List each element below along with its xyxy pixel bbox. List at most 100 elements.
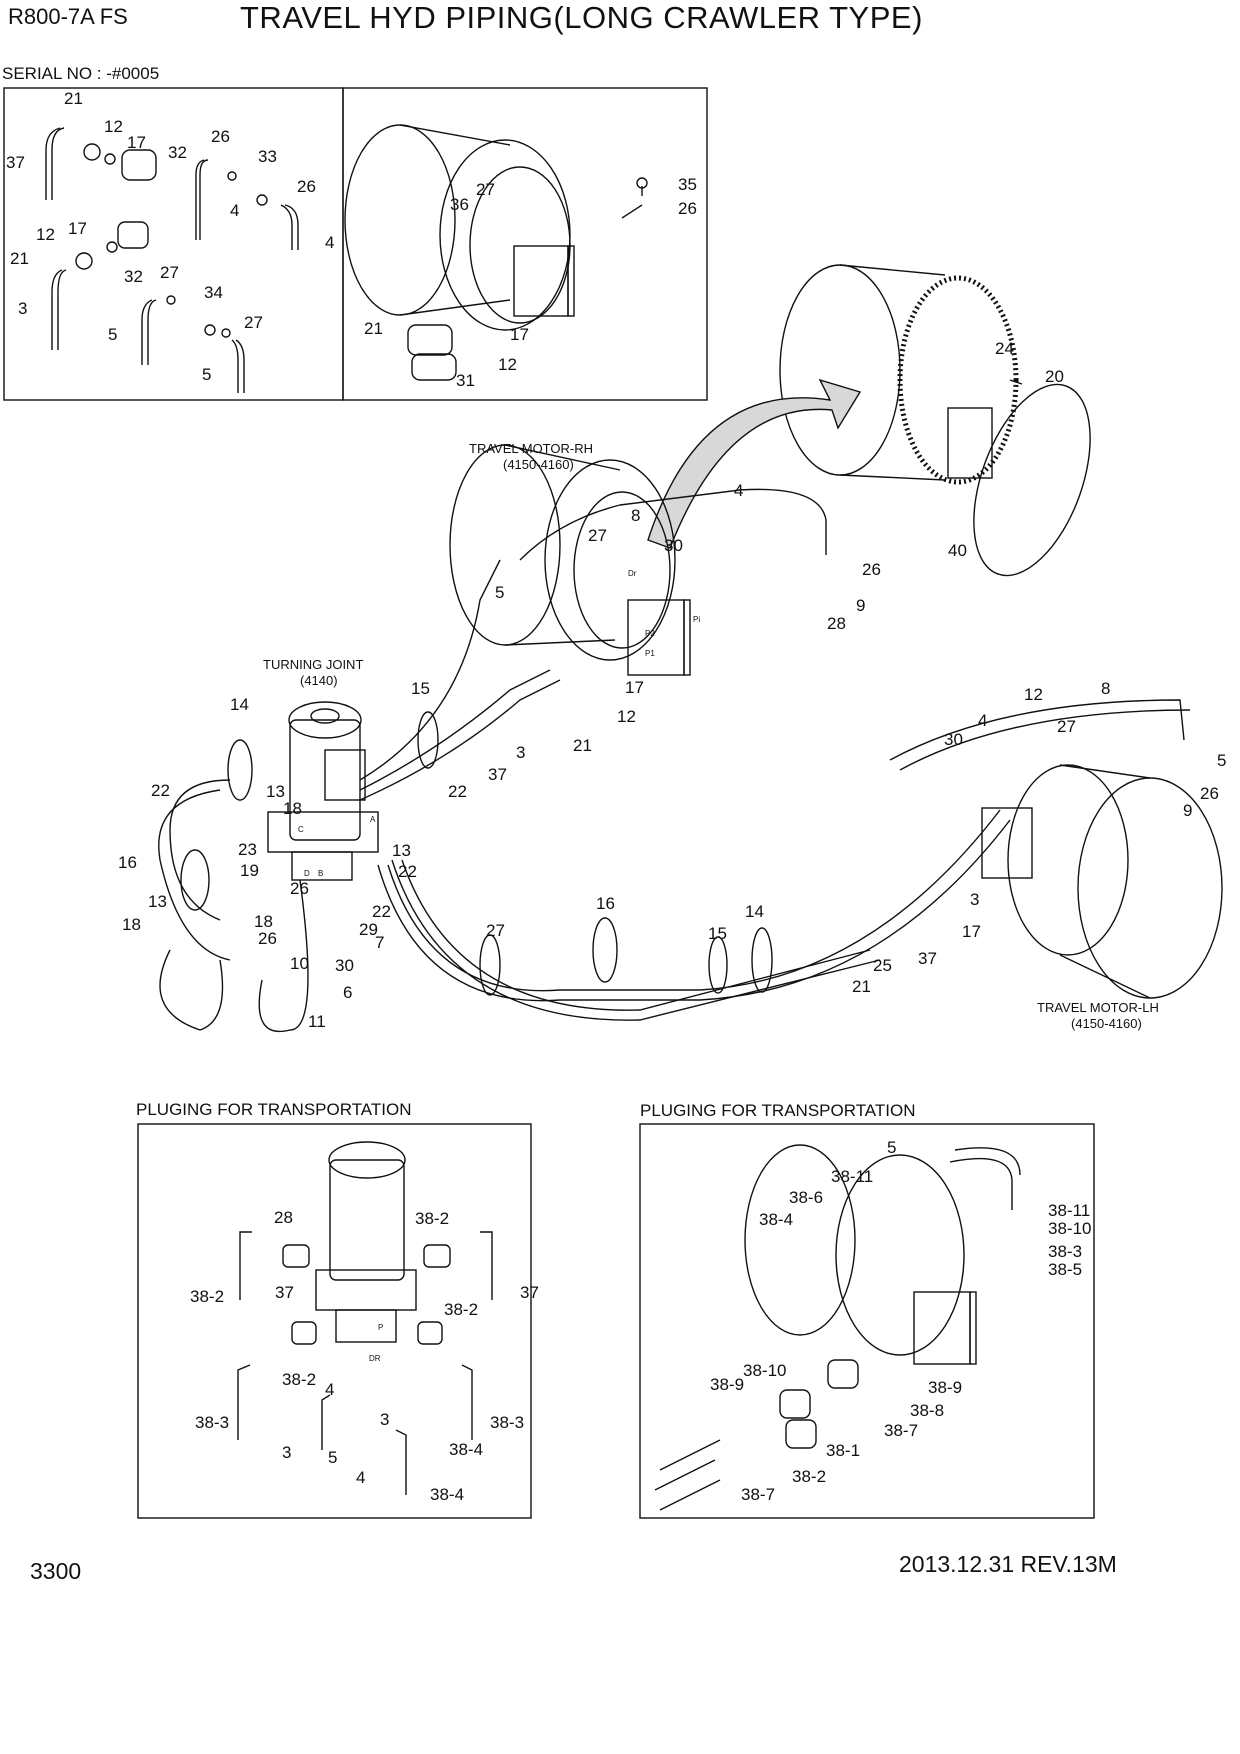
callout-label: 38-2	[415, 1209, 449, 1228]
callout-label: 35	[678, 175, 697, 194]
port-label: D	[304, 869, 310, 878]
port-label: Pi	[693, 615, 700, 624]
callout-label: 38-1	[826, 1441, 860, 1460]
motor-rh-label: TRAVEL MOTOR-RH	[469, 441, 593, 456]
callout-label: 38-6	[789, 1188, 823, 1207]
serial-number: SERIAL NO : -#0005	[2, 64, 160, 83]
callout-label: 38-2	[444, 1300, 478, 1319]
callout-label: 6	[343, 983, 352, 1002]
callout-label: 32	[124, 267, 143, 286]
callout-label: 38-4	[449, 1440, 483, 1459]
motor-rh-code: (4150-4160)	[503, 457, 574, 472]
motor-lh-code: (4150-4160)	[1071, 1016, 1142, 1031]
callout-label: 37	[488, 765, 507, 784]
callout-label: 8	[631, 506, 640, 525]
inset-travel-motor	[344, 124, 648, 381]
callout-label: 8	[1101, 679, 1110, 698]
revision-date: 2013.12.31 REV.13M	[899, 1551, 1117, 1577]
callout-label: 3	[18, 299, 27, 318]
callout-label: 30	[944, 730, 963, 749]
callout-label: 19	[240, 861, 259, 880]
callout-label: 26	[258, 929, 277, 948]
callout-label: 5	[202, 365, 211, 384]
callout-label: 15	[708, 924, 727, 943]
callout-label: 38-2	[792, 1467, 826, 1486]
callout-label: 26	[211, 127, 230, 146]
exploded-travel-motor	[779, 264, 1091, 577]
callout-label: 3	[970, 890, 979, 909]
callout-label: 12	[104, 117, 123, 136]
callout-label: 5	[108, 325, 117, 344]
callout-label: 31	[456, 371, 475, 390]
callout-label: 38-2	[190, 1287, 224, 1306]
turning-joint-label: TURNING JOINT	[263, 657, 363, 672]
callout-label: 5	[887, 1138, 896, 1157]
callout-label: 22	[372, 902, 391, 921]
callout-label: 22	[448, 782, 467, 801]
port-label: A	[370, 815, 376, 824]
callout-label: 30	[664, 536, 683, 555]
callout-label: 12	[1024, 685, 1043, 704]
callout-label: 13	[266, 782, 285, 801]
callout-label: 28	[827, 614, 846, 633]
callout-label: 37	[6, 153, 25, 172]
port-label: C	[298, 825, 304, 834]
callout-label: 4	[978, 711, 987, 730]
port-label: DR	[369, 1354, 381, 1363]
callout-label: 38-5	[1048, 1260, 1082, 1279]
callout-label: 3	[282, 1443, 291, 1462]
callout-label: 16	[118, 853, 137, 872]
callout-label: 38-9	[710, 1375, 744, 1394]
callout-label: 36	[450, 195, 469, 214]
callout-label: 27	[486, 921, 505, 940]
inset-frame-motor	[342, 87, 708, 401]
callout-label: 22	[151, 781, 170, 800]
callout-label: 37	[275, 1283, 294, 1302]
callout-label: 30	[335, 956, 354, 975]
callout-label: 26	[862, 560, 881, 579]
callout-label: 38-11	[1048, 1201, 1090, 1220]
callout-label: 38-7	[741, 1485, 775, 1504]
callout-label: 24	[995, 339, 1014, 358]
callout-label: 14	[745, 902, 764, 921]
plug-frame-left	[137, 1123, 532, 1519]
plug-frame-right	[639, 1123, 1095, 1519]
callout-label: 23	[238, 840, 257, 859]
callout-label: 16	[596, 894, 615, 913]
inset-hose-parts	[45, 127, 299, 393]
turning-joint-code: (4140)	[300, 673, 338, 688]
travel-motor-lh	[981, 764, 1223, 999]
callout-label: 26	[678, 199, 697, 218]
callout-label: 13	[148, 892, 167, 911]
callout-label: 22	[398, 862, 417, 881]
callout-label: 18	[122, 915, 141, 934]
callout-label: 13	[392, 841, 411, 860]
callout-label: 26	[290, 879, 309, 898]
callout-label: 3	[516, 743, 525, 762]
travel-motor-rh	[449, 444, 691, 676]
callout-label: 27	[160, 263, 179, 282]
callout-label: 38-7	[884, 1421, 918, 1440]
callout-label: 18	[283, 799, 302, 818]
callout-label: 38-3	[195, 1413, 229, 1432]
callout-label: 38-11	[831, 1167, 873, 1186]
port-label: P	[378, 1323, 383, 1332]
page-title: TRAVEL HYD PIPING(LONG CRAWLER TYPE)	[240, 0, 923, 35]
callout-label: 27	[1057, 717, 1076, 736]
callout-label: 9	[1183, 801, 1192, 820]
callout-label: 15	[411, 679, 430, 698]
callout-label: 33	[258, 147, 277, 166]
callout-label: 14	[230, 695, 249, 714]
callout-label: 28	[274, 1208, 293, 1227]
hose-bundle	[158, 488, 1191, 1032]
callout-label: 38-10	[1048, 1219, 1091, 1238]
callout-label: 17	[510, 325, 529, 344]
callout-label: 21	[364, 319, 383, 338]
callout-label: 10	[290, 954, 309, 973]
plug-turning-joint	[237, 1141, 493, 1495]
callout-label: 38-4	[759, 1210, 793, 1229]
callout-label: 32	[168, 143, 187, 162]
model-code: R800-7A FS	[8, 4, 128, 29]
callout-label: 38-2	[282, 1370, 316, 1389]
